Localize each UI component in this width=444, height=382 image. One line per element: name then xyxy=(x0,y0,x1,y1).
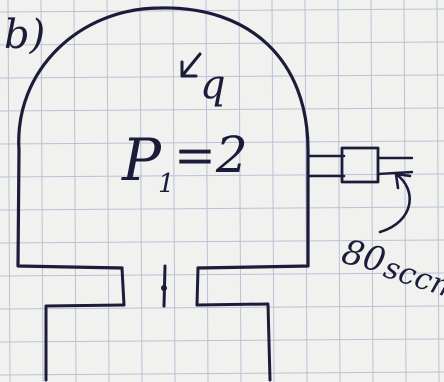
grid-line-vertical xyxy=(40,0,44,382)
orifice-left-wall xyxy=(120,266,126,307)
grid-line-horizontal xyxy=(0,338,444,343)
grid-line-horizontal xyxy=(0,239,444,244)
grid-line-vertical xyxy=(205,0,209,382)
grid-line-vertical xyxy=(403,0,407,382)
flow-direction-arrow xyxy=(180,52,202,78)
grid-line-horizontal xyxy=(0,41,444,46)
chamber-outline xyxy=(16,6,310,270)
pressure-subscript: 1 xyxy=(158,169,175,199)
grid-line-vertical xyxy=(106,0,110,382)
orifice-dot xyxy=(161,285,167,291)
grid-line-horizontal xyxy=(0,305,444,310)
flow-rate-arrowhead xyxy=(394,172,412,190)
grid-line-horizontal xyxy=(0,371,444,376)
grid-line-horizontal xyxy=(0,140,444,145)
grid-line-vertical xyxy=(7,0,11,382)
inlet-pipe xyxy=(306,154,346,178)
pressure-value: =2 xyxy=(174,126,248,184)
flow-rate-arrow xyxy=(378,172,411,234)
grid-line-vertical xyxy=(370,0,374,382)
inlet-valve xyxy=(340,146,380,184)
grid-line-vertical xyxy=(139,0,143,382)
grid-line-vertical xyxy=(436,0,440,382)
grid-line-vertical xyxy=(304,0,308,382)
grid-line-horizontal xyxy=(0,8,444,13)
grid-line-horizontal xyxy=(0,272,444,277)
lower-chamber xyxy=(44,302,272,382)
panel-label: b) xyxy=(4,12,45,58)
orifice-right-wall xyxy=(195,266,200,307)
grid-line-horizontal xyxy=(0,107,444,112)
flow-rate-unit: sccm xyxy=(380,250,444,307)
inlet-pipe-outer xyxy=(376,156,414,176)
pressure-label: P xyxy=(121,126,162,194)
flow-direction-arrowhead xyxy=(180,60,198,78)
grid-line-horizontal xyxy=(0,74,444,79)
grid-line-vertical xyxy=(73,0,77,382)
grid-line-vertical xyxy=(238,0,242,382)
grid-line-horizontal xyxy=(0,173,444,178)
flow-symbol-label: q xyxy=(200,62,226,108)
grid-line-horizontal xyxy=(0,206,444,211)
grid-line-vertical xyxy=(271,0,275,382)
grid-line-vertical xyxy=(337,0,341,382)
grid-line-vertical xyxy=(172,0,176,382)
